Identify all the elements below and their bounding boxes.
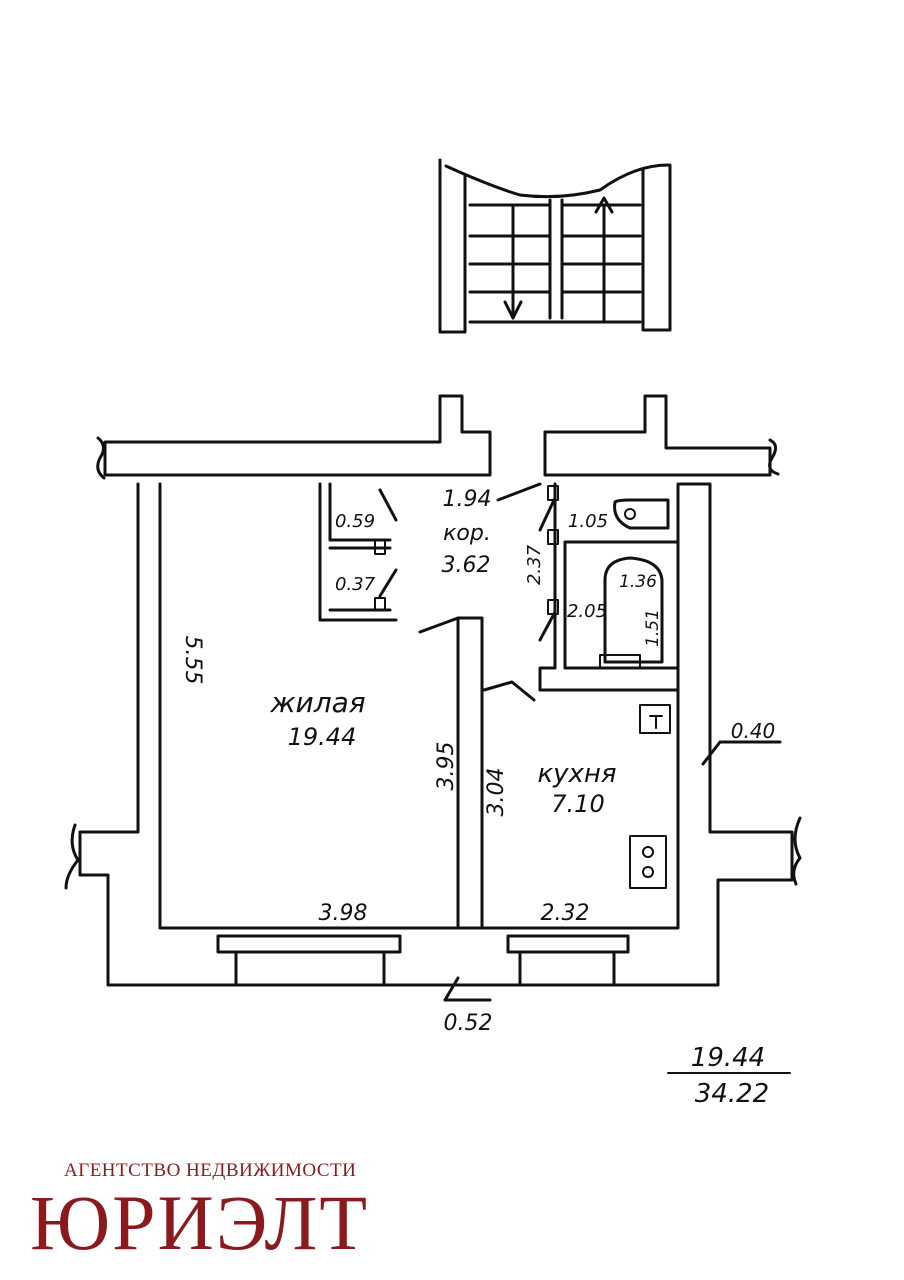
living-room-name: жилая [269, 686, 365, 719]
kitchen-width-dim: 2.32 [541, 901, 590, 926]
staircase [438, 158, 672, 334]
living-height-dim: 5.55 [180, 636, 205, 685]
stove-icon [629, 835, 667, 889]
kitchen-height-dim: 3.04 [484, 768, 509, 817]
leader-lines [443, 740, 791, 1074]
windows [216, 934, 630, 987]
corridor-width: 1.94 [443, 487, 492, 512]
fixtures [599, 498, 671, 889]
outer-walls [64, 394, 802, 987]
toilet-area: 1.05 [568, 511, 608, 532]
living-room-area: 19.44 [288, 723, 357, 751]
living-area-total: 19.44 [691, 1043, 765, 1073]
down-arrow-icon [503, 300, 523, 320]
closet-upper-area: 0.59 [335, 511, 375, 532]
agency-logo: ЮРИЭЛТ [30, 1179, 370, 1266]
bath-block-dim: 2.37 [524, 544, 545, 585]
agency-subtitle: АГЕНТСТВО НЕДВИЖИМОСТИ [64, 1160, 357, 1181]
partition-length-dim: 3.95 [434, 742, 459, 791]
bathtub-width: 1.36 [619, 572, 657, 592]
bathroom-area: 2.05 [567, 601, 607, 622]
sink-icon [639, 704, 671, 734]
up-arrow-icon [594, 196, 614, 214]
kitchen-area: 7.10 [551, 790, 604, 818]
closet-lower-area: 0.37 [335, 574, 376, 595]
total-area: 34.22 [695, 1079, 769, 1109]
wall-right-dim: 0.40 [731, 719, 776, 743]
kitchen-name: кухня [537, 759, 616, 789]
partitions [374, 482, 680, 930]
toilet-icon [613, 498, 670, 530]
corridor-name: кор. [443, 521, 491, 546]
wall-bottom-dim: 0.52 [444, 1011, 493, 1036]
bathtub-length: 1.51 [643, 609, 663, 647]
corridor-area: 3.62 [442, 553, 491, 578]
living-width-dim: 3.98 [319, 901, 368, 926]
bathtub-icon [603, 556, 664, 664]
